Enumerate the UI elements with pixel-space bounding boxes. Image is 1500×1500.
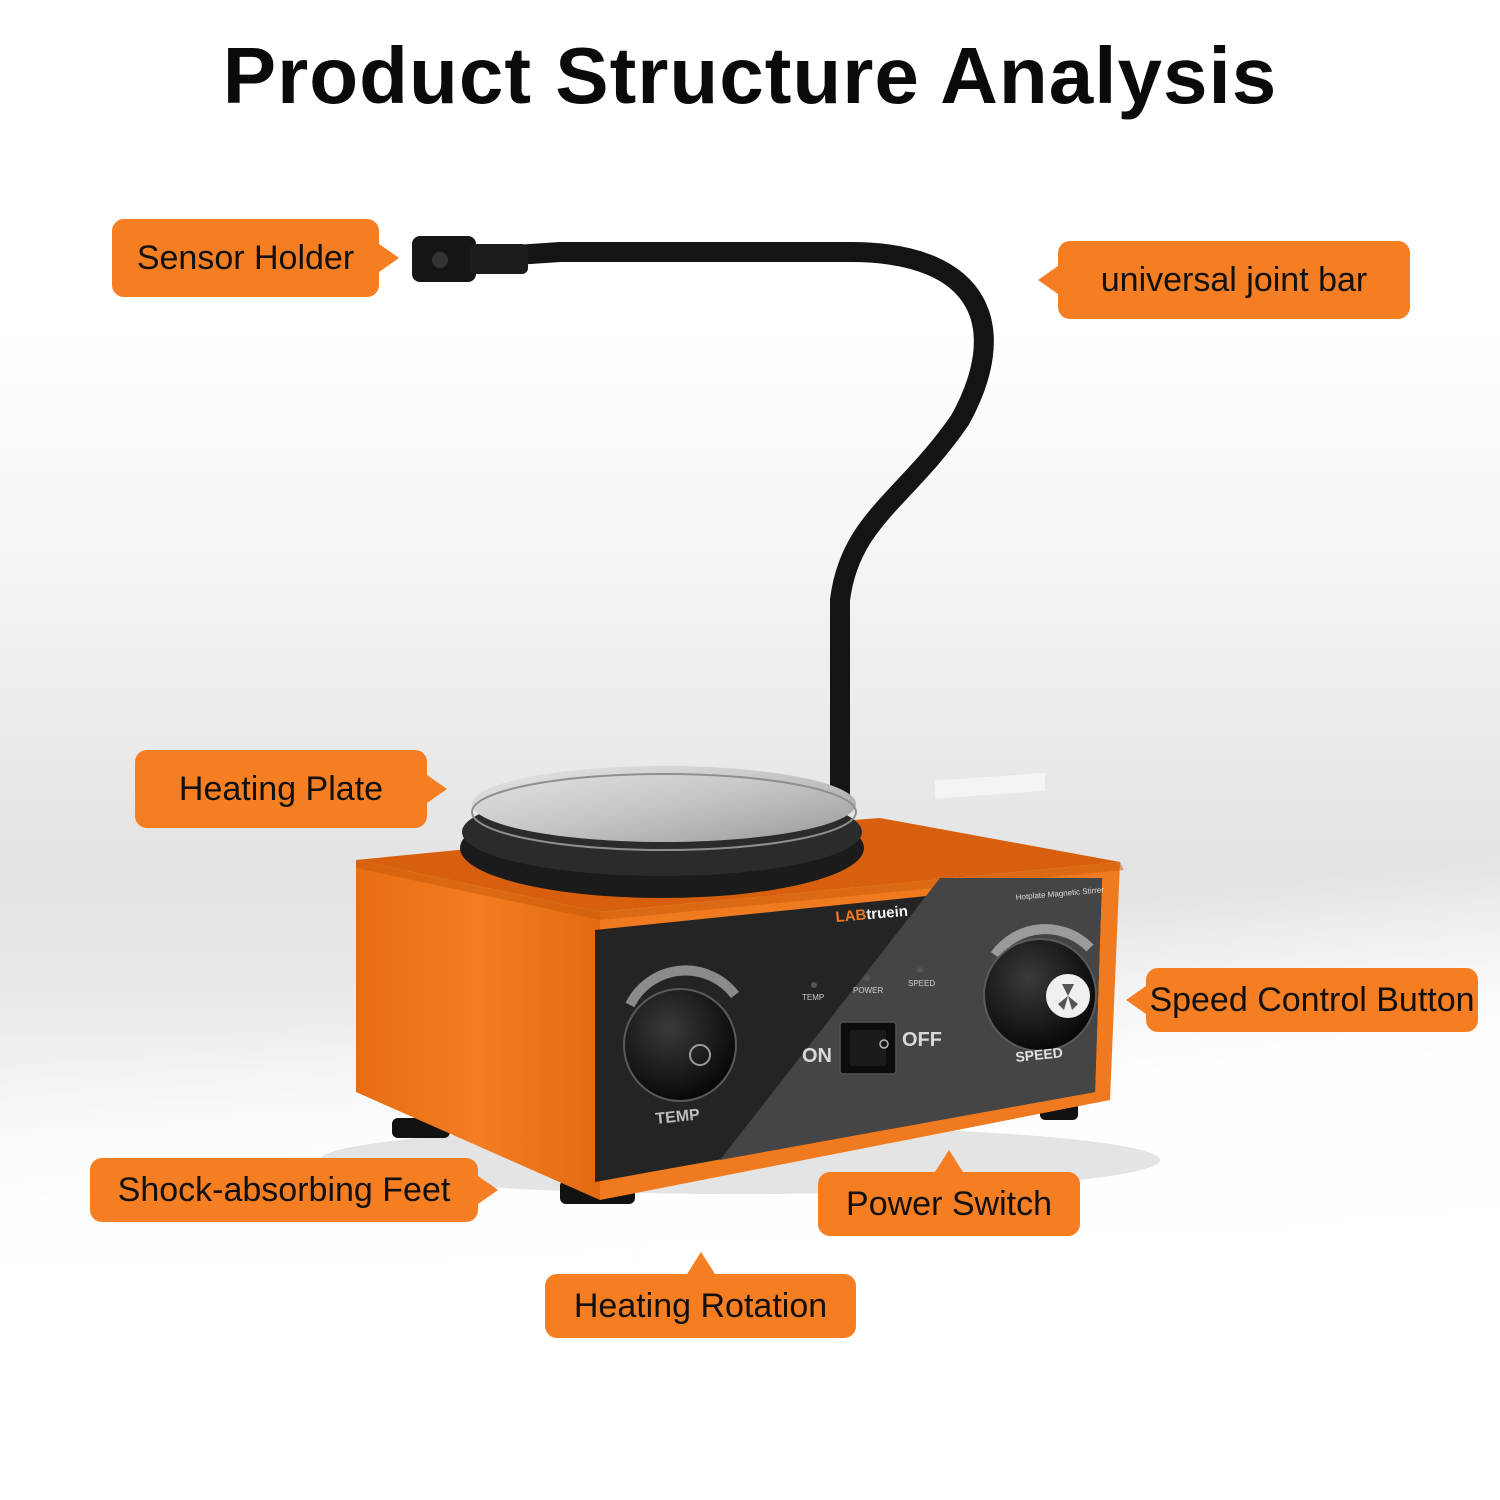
temp-knob [623,965,739,1102]
heating-plate-rim [471,773,857,851]
speed-knob [983,924,1097,1052]
indicator-speed-lamp [917,967,923,973]
callout-heating-rotation: Heating Rotation [545,1252,856,1338]
switch-off-label: OFF [902,1029,942,1051]
housing-left-side [356,860,600,1200]
callout-speed-control-button: Speed Control Button [1126,968,1478,1032]
callout-shock-absorbing-feet: Shock-absorbing Feet [90,1158,498,1222]
brand-text: LABtruein [835,903,909,926]
indicator-speed-label: SPEED [908,979,935,988]
page-title: Product Structure Analysis [222,31,1278,120]
callout-sensor-holder: Sensor Holder [112,219,399,297]
callout-universal-joint-bar: universal joint bar [1038,241,1410,319]
knob-temp-label: TEMP [655,1106,701,1128]
callout-power-switch: Power Switch [818,1150,1080,1236]
sensor-holder-clip [412,236,528,282]
switch-on-label: ON [802,1045,832,1067]
callout-heating-plate: Heating Plate [135,750,447,828]
indicator-power-lamp [864,975,870,981]
indicator-temp-lamp [811,982,817,988]
heating-plate-surface [472,766,856,842]
indicator-temp-label: TEMP [802,993,824,1002]
power-switch [839,1021,897,1075]
housing-rim [356,860,1124,920]
knob-speed-label: SPEED [1015,1044,1064,1065]
indicator-power-label: POWER [853,986,883,995]
rating-label [935,772,1045,799]
universal-joint-rod [460,242,994,810]
